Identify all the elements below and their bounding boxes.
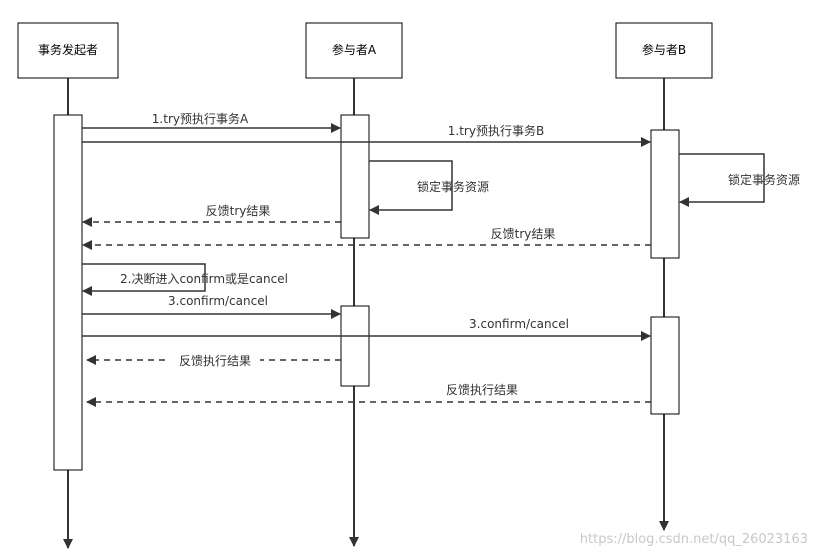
message-try-b: 1.try预执行事务B — [82, 123, 651, 147]
actor-participant-a-label: 参与者A — [332, 42, 377, 57]
self-message-lock-b-label: 锁定事务资源 — [728, 172, 800, 187]
reply-feedback-try-b-label: 反馈try结果 — [491, 227, 556, 241]
activation-a-confirm — [340, 305, 370, 387]
actor-initiator-label: 事务发起者 — [38, 42, 98, 57]
self-message-lock-a-label: 锁定事务资源 — [417, 179, 489, 194]
reply-feedback-exec-a: 反馈执行结果 — [86, 352, 341, 368]
message-confirm-b-label: 3.confirm/cancel — [469, 317, 569, 331]
reply-feedback-try-b: 反馈try结果 — [82, 227, 651, 250]
watermark-text: https://blog.csdn.net/qq_26023163 — [580, 532, 808, 547]
message-try-a: 1.try预执行事务A — [82, 111, 341, 133]
self-message-decide-label: 2.决断进入confirm或是cancel — [120, 271, 288, 286]
self-message-lock-b: 锁定事务资源 — [679, 153, 800, 207]
reply-feedback-exec-a-label: 反馈执行结果 — [179, 354, 251, 368]
reply-feedback-exec-b: 反馈执行结果 — [86, 383, 651, 407]
actor-participant-b-label: 参与者B — [642, 42, 686, 57]
activation-initiator — [53, 114, 83, 471]
message-confirm-a-label: 3.confirm/cancel — [168, 294, 268, 308]
self-message-lock-a: 锁定事务资源 — [369, 160, 489, 215]
self-message-decide: 2.决断进入confirm或是cancel — [82, 263, 288, 296]
actor-participant-b: 参与者B — [615, 22, 713, 79]
activation-a-try — [340, 114, 370, 239]
message-confirm-b: 3.confirm/cancel — [82, 317, 651, 341]
activation-b-confirm — [650, 316, 680, 415]
reply-feedback-try-a-label: 反馈try结果 — [206, 204, 271, 218]
reply-feedback-exec-b-label: 反馈执行结果 — [446, 383, 518, 397]
message-try-b-label: 1.try预执行事务B — [448, 123, 544, 138]
activation-b-try — [650, 129, 680, 259]
actor-initiator: 事务发起者 — [17, 22, 119, 79]
message-try-a-label: 1.try预执行事务A — [152, 111, 249, 126]
reply-feedback-try-a: 反馈try结果 — [82, 204, 341, 227]
message-confirm-a: 3.confirm/cancel — [82, 294, 341, 319]
actor-participant-a: 参与者A — [305, 22, 403, 79]
